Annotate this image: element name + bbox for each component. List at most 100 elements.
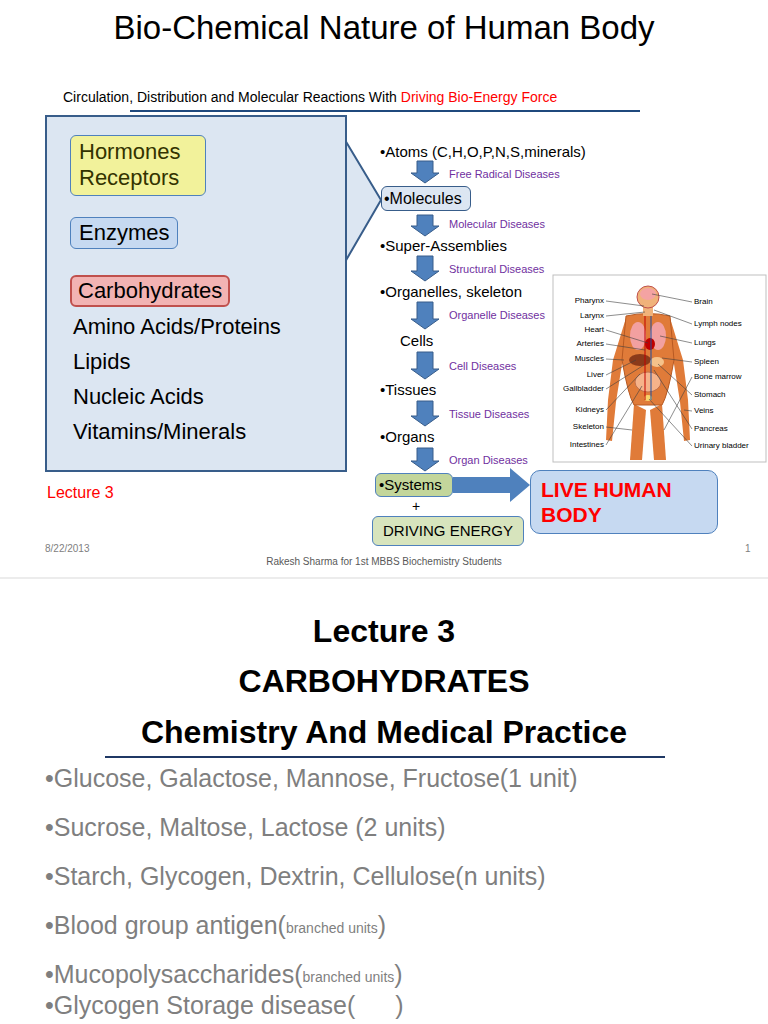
slide-divider <box>0 578 768 579</box>
body-illustration <box>650 404 666 460</box>
body-illustration <box>630 404 646 460</box>
bullet-item: •Blood group antigen( <box>45 910 286 940</box>
systems-box: •Systems <box>375 473 453 497</box>
leader-line <box>606 330 648 343</box>
enzyme-box: Enzymes <box>70 217 178 249</box>
level-label: •Super-Assemblies <box>380 237 507 255</box>
lecture-tag: Lecture 3 <box>47 483 114 502</box>
bullet-note: branched units <box>302 969 394 986</box>
flow-arrow <box>453 477 510 493</box>
node-text: Nucleic Acids <box>73 379 345 414</box>
bullet-item: •Mucopolysaccharides( <box>45 959 302 989</box>
level-label: •Organelles, skeleton <box>380 283 522 301</box>
leader-line <box>606 374 640 410</box>
organ-label: Liver <box>587 370 604 380</box>
bullet-item: ) <box>394 959 402 989</box>
node-text: Carbohydrates <box>78 278 222 304</box>
subtitle-underline <box>130 110 640 112</box>
author-footer: Rakesh Sharma for 1st MBBS Biochemistry … <box>0 556 768 568</box>
disease-label: Free Radical Diseases <box>449 168 560 181</box>
organ-label: Bone marrow <box>694 372 742 382</box>
slide-heading: CARBOHYDRATES <box>0 662 768 700</box>
block-arrow <box>411 215 439 236</box>
level-label: •Tissues <box>380 381 436 399</box>
organ-label: Pharynx <box>575 296 604 306</box>
subtitle: Circulation, Distribution and Molecular … <box>63 89 397 106</box>
slide-heading: Lecture 3 <box>0 612 768 650</box>
leader-line <box>606 301 644 306</box>
level-label: •Atoms (C,H,O,P,N,S,minerals) <box>380 143 586 161</box>
carbohydrate-box: Carbohydrates <box>70 275 230 307</box>
heading-underline <box>105 756 665 758</box>
slide-heading: Chemistry And Medical Practice <box>0 713 768 751</box>
subtitle-highlight: Driving Bio-Energy Force <box>401 89 557 106</box>
block-arrow <box>411 352 439 379</box>
body-illustration <box>553 275 766 462</box>
leader-line <box>652 294 692 302</box>
organ-label: Stomach <box>694 390 726 400</box>
bullet-item: •Glucose, Galactose, Mannose, Fructose(1… <box>45 763 578 793</box>
date-footer: 8/22/2013 <box>45 543 90 555</box>
leader-line <box>660 336 692 343</box>
leader-line <box>606 365 644 389</box>
leader-line <box>606 427 632 430</box>
level-label: Cells <box>400 332 433 350</box>
disease-label: Cell Diseases <box>449 360 516 373</box>
block-arrow <box>411 256 439 281</box>
energy-box: DRIVING ENERGY <box>372 516 524 546</box>
level-label: •Organs <box>380 428 434 446</box>
plus-sign: + <box>412 498 420 515</box>
disease-label: Molecular Diseases <box>449 218 545 231</box>
molecules-box: •Molecules <box>381 186 471 211</box>
organ-label: Brain <box>694 297 713 307</box>
bullet-item: •Sucrose, Maltose, Lactose (2 units) <box>45 812 446 842</box>
organ-label: Larynx <box>580 311 604 321</box>
node-text: Vitamins/Minerals <box>73 414 345 449</box>
bullet-item: ) <box>395 990 403 1020</box>
bullet-note: branched units <box>286 920 378 937</box>
bullet-item: •Starch, Glycogen, Dextrin, Cellulose(n … <box>45 861 546 891</box>
organ-label: Spleen <box>694 357 719 367</box>
hormone-box: Hormones Receptors <box>70 135 206 196</box>
body-illustration <box>630 322 646 350</box>
body-illustration <box>645 338 655 350</box>
block-arrow <box>411 401 439 426</box>
organ-label: Gallbladder <box>563 384 604 394</box>
leader-line <box>606 386 642 445</box>
leader-line <box>649 399 692 446</box>
leader-line <box>606 294 692 446</box>
body-illustration <box>622 314 674 406</box>
body-illustration <box>553 275 766 462</box>
callout-pointer <box>345 140 381 262</box>
disease-label: Organ Diseases <box>449 454 528 467</box>
disease-label: Tissue Diseases <box>449 408 529 421</box>
molecule-class-panel: Amino Acids/ProteinsLipidsNucleic AcidsV… <box>45 115 347 472</box>
page-number: 1 <box>745 543 751 555</box>
node-text: •Systems <box>379 476 442 494</box>
text-list: Amino Acids/ProteinsLipidsNucleic AcidsV… <box>73 309 345 449</box>
organ-label: Kidneys <box>576 405 604 415</box>
organ-label: Arteries <box>576 339 604 349</box>
organ-label: Skeleton <box>573 422 604 432</box>
organ-label: Heart <box>584 325 604 335</box>
bullet-item: •Glycogen Storage disease( <box>45 990 355 1020</box>
node-text: •Molecules <box>384 189 462 208</box>
block-arrow <box>411 161 439 183</box>
bullet-item: ) <box>378 910 386 940</box>
leader-line <box>684 410 692 411</box>
result-box: LIVE HUMAN BODY <box>530 470 718 534</box>
leader-line <box>654 310 692 324</box>
body-illustration <box>651 316 652 400</box>
body-illustration <box>629 354 651 366</box>
body-illustration <box>645 316 646 400</box>
node-text: DRIVING ENERGY <box>383 522 513 540</box>
node-text: Amino Acids/Proteins <box>73 309 345 344</box>
disease-label: Structural Diseases <box>449 263 544 276</box>
node-text: Lipids <box>73 344 345 379</box>
leader-line <box>606 359 624 360</box>
leader-line <box>654 370 692 429</box>
organ-label: Lungs <box>694 338 716 348</box>
slide-title: Bio-Chemical Nature of Human Body <box>0 8 768 48</box>
leader-line <box>658 364 692 395</box>
node-text: LIVE HUMAN BODY <box>541 477 707 527</box>
